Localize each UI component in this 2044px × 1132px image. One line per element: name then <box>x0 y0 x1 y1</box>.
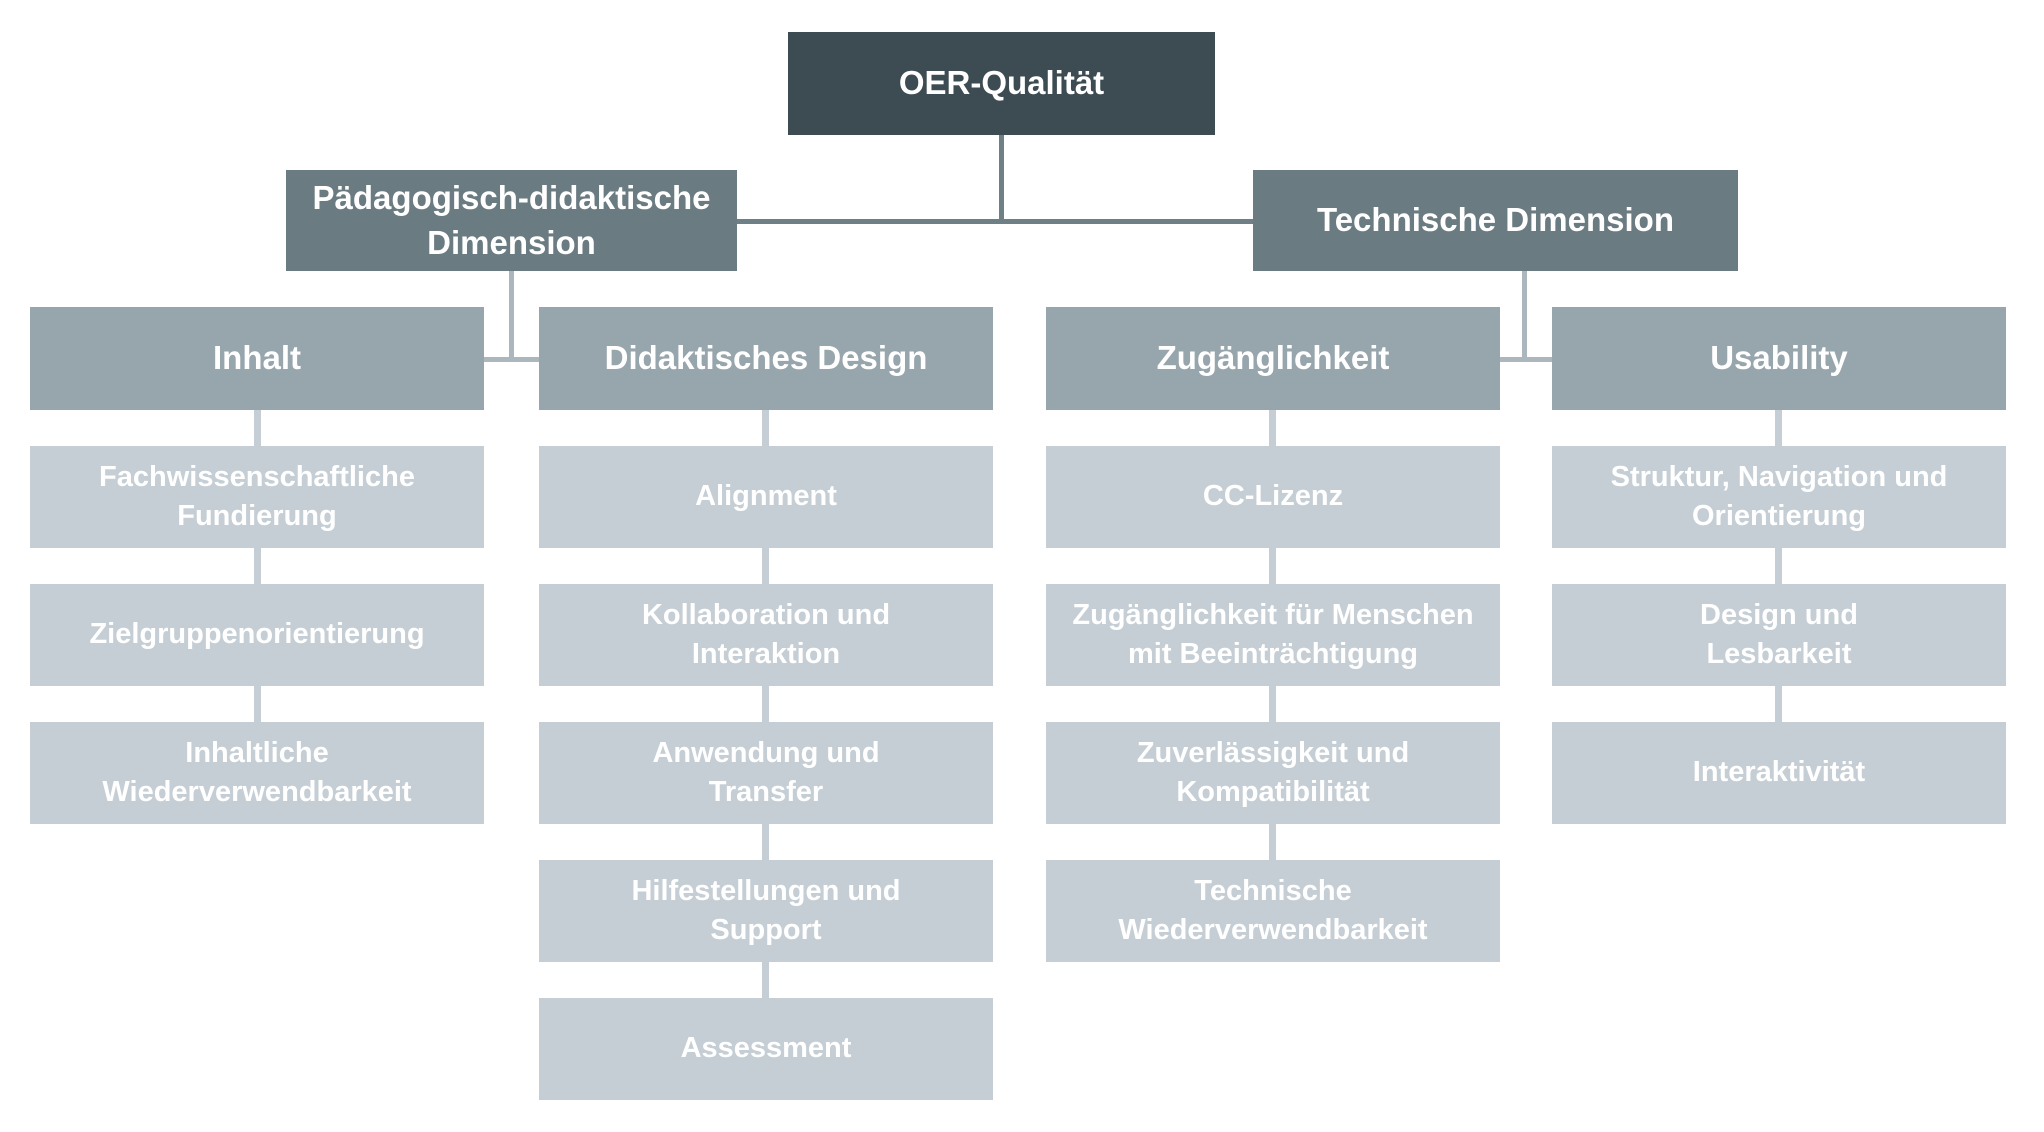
node-inhaltliche-wiederverwendbarkeit: Inhaltliche Wiederverwendbarkeit <box>30 722 484 824</box>
connector-zugaenglichkeit-item1 <box>1269 410 1276 446</box>
node-cc-lizenz: CC-Lizenz <box>1046 446 1500 548</box>
node-zugaenglichkeit-fuer-menschen: Zugänglichkeit für Menschen mit Beeinträ… <box>1046 584 1500 686</box>
node-anwendung-und-transfer: Anwendung und Transfer <box>539 722 993 824</box>
connector-zugaenglichkeit-item4 <box>1269 824 1276 860</box>
node-alignment: Alignment <box>539 446 993 548</box>
connector-technisch-vertical <box>1522 271 1527 361</box>
node-zugaenglichkeit: Zugänglichkeit <box>1046 307 1500 410</box>
connector-usability-item2 <box>1775 548 1782 584</box>
node-oer-qualitaet: OER-Qualität <box>788 32 1215 135</box>
connector-zugaenglichkeit-item2 <box>1269 548 1276 584</box>
connector-didaktik-item1 <box>762 410 769 446</box>
connector-paedagogisch-vertical <box>509 271 514 361</box>
node-inhalt: Inhalt <box>30 307 484 410</box>
connector-inhalt-item2 <box>254 548 261 584</box>
connector-dimensions-rail <box>737 219 1253 224</box>
connector-didaktik-item3 <box>762 686 769 722</box>
connector-didaktik-item2 <box>762 548 769 584</box>
connector-root-vertical <box>999 135 1004 224</box>
node-didaktisches-design: Didaktisches Design <box>539 307 993 410</box>
node-struktur-navigation-orientierung: Struktur, Navigation und Orientierung <box>1552 446 2006 548</box>
node-interaktivitaet: Interaktivität <box>1552 722 2006 824</box>
node-technische-wiederverwendbarkeit: Technische Wiederverwendbarkeit <box>1046 860 1500 962</box>
node-hilfestellungen-und-support: Hilfestellungen und Support <box>539 860 993 962</box>
node-fachwissenschaftliche-fundierung: Fachwissenschaftliche Fundierung <box>30 446 484 548</box>
connector-paedagogisch-rail <box>484 357 539 362</box>
connector-didaktik-item5 <box>762 962 769 998</box>
node-kollaboration-und-interaktion: Kollaboration und Interaktion <box>539 584 993 686</box>
node-technische-dimension: Technische Dimension <box>1253 170 1738 271</box>
connector-usability-item3 <box>1775 686 1782 722</box>
node-assessment: Assessment <box>539 998 993 1100</box>
node-paedagogisch-didaktische-dimension: Pädagogisch-didaktische Dimension <box>286 170 737 271</box>
connector-zugaenglichkeit-item3 <box>1269 686 1276 722</box>
node-zielgruppenorientierung: Zielgruppenorientierung <box>30 584 484 686</box>
connector-didaktik-item4 <box>762 824 769 860</box>
connector-usability-item1 <box>1775 410 1782 446</box>
node-zuverlaessigkeit-und-kompatibilitaet: Zuverlässigkeit und Kompatibilität <box>1046 722 1500 824</box>
connector-inhalt-item1 <box>254 410 261 446</box>
node-usability: Usability <box>1552 307 2006 410</box>
connector-inhalt-item3 <box>254 686 261 722</box>
node-design-und-lesbarkeit: Design und Lesbarkeit <box>1552 584 2006 686</box>
connector-technisch-rail <box>1500 357 1552 362</box>
